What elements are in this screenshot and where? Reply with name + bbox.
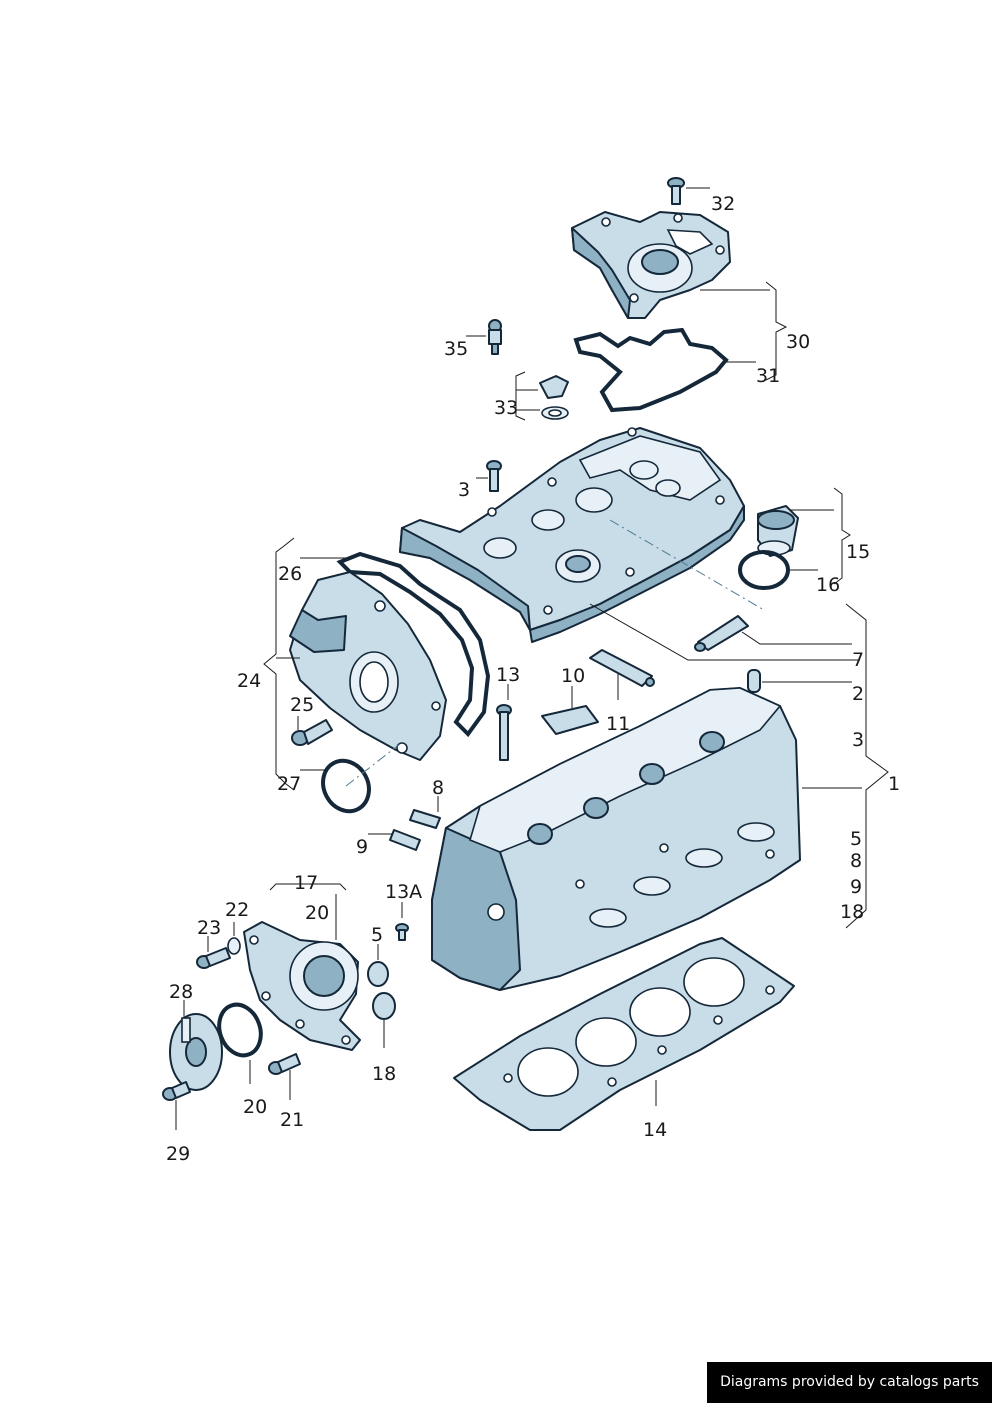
- part-17-bracket[interactable]: [243, 921, 361, 1051]
- callout-28: 28: [169, 981, 193, 1003]
- callout-26: 26: [278, 563, 302, 585]
- callout-24: 24: [237, 670, 261, 692]
- bracket-24: [263, 537, 295, 791]
- part-31-gasket[interactable]: [573, 327, 729, 413]
- callout-3-lower: 3: [852, 729, 864, 751]
- callout-2: 2: [852, 683, 864, 705]
- callout-9-right: 9: [850, 876, 862, 898]
- part-13-bolt[interactable]: [496, 704, 512, 761]
- part-13A-bolt[interactable]: [395, 923, 409, 941]
- part-26-gasket[interactable]: [336, 551, 491, 738]
- part-22-washer[interactable]: [227, 937, 241, 955]
- part-30-housing[interactable]: [571, 211, 731, 319]
- part-18-bushing[interactable]: [372, 992, 396, 1020]
- part-10-clip[interactable]: [541, 705, 599, 735]
- callout-23: 23: [197, 917, 221, 939]
- axis-27: [345, 743, 401, 787]
- callout-20-upper: 20: [305, 902, 329, 924]
- callout-15: 15: [846, 541, 870, 563]
- callout-31: 31: [756, 365, 780, 387]
- part-35-fitting[interactable]: [488, 319, 502, 355]
- callout-18-right: 18: [840, 901, 864, 923]
- leader-7b: [589, 603, 860, 661]
- bracket-30: [765, 281, 788, 381]
- part-25-bolt[interactable]: [291, 719, 333, 746]
- callout-14: 14: [643, 1119, 667, 1141]
- bracket-33: [515, 371, 526, 421]
- callout-3-upper: 3: [458, 479, 470, 501]
- callout-29: 29: [166, 1143, 190, 1165]
- part-20-oring[interactable]: [212, 999, 267, 1062]
- callout-30: 30: [786, 331, 810, 353]
- bracket-17: [269, 883, 347, 891]
- callout-21: 21: [280, 1109, 304, 1131]
- part-11-pin[interactable]: [589, 649, 655, 687]
- callout-1: 1: [888, 773, 900, 795]
- part-32-bolt[interactable]: [667, 177, 685, 205]
- callout-32: 32: [711, 193, 735, 215]
- part-27-oring[interactable]: [314, 753, 377, 820]
- callout-20-lower: 20: [243, 1096, 267, 1118]
- callout-7: 7: [852, 649, 864, 671]
- part-2-pin[interactable]: [747, 669, 761, 693]
- part-33-cap[interactable]: [539, 375, 569, 420]
- valve-cover[interactable]: [399, 427, 745, 643]
- callout-8-right: 8: [850, 850, 862, 872]
- part-24-timing-cover[interactable]: [289, 571, 447, 761]
- callout-25: 25: [290, 694, 314, 716]
- part-8-stud[interactable]: [409, 809, 441, 829]
- bracket-15: [833, 487, 851, 585]
- callout-10: 10: [561, 665, 585, 687]
- part-16-seal[interactable]: [738, 550, 790, 590]
- axis-cover: [609, 519, 765, 611]
- part-23-bolt[interactable]: [196, 947, 231, 969]
- bracket-1: [845, 603, 889, 929]
- part-28-flange[interactable]: [169, 1013, 223, 1091]
- callout-17: 17: [294, 872, 318, 894]
- part-15-oil-cap[interactable]: [757, 505, 799, 557]
- callout-11: 11: [606, 713, 630, 735]
- callout-5-left: 5: [371, 924, 383, 946]
- callout-8-left: 8: [432, 777, 444, 799]
- callout-16: 16: [816, 574, 840, 596]
- part-3-bolt[interactable]: [486, 460, 502, 492]
- callout-35: 35: [444, 338, 468, 360]
- callout-18-left: 18: [372, 1063, 396, 1085]
- callout-5-right: 5: [850, 828, 862, 850]
- part-29-bolt[interactable]: [162, 1081, 191, 1101]
- callout-27: 27: [277, 773, 301, 795]
- part-9-stud[interactable]: [389, 829, 421, 851]
- part-5-bushing[interactable]: [367, 961, 389, 987]
- part-21-bolt[interactable]: [268, 1053, 301, 1075]
- callout-9-left: 9: [356, 836, 368, 858]
- part-1-cylinder-head[interactable]: [431, 687, 801, 991]
- callout-22: 22: [225, 899, 249, 921]
- callout-13: 13: [496, 664, 520, 686]
- callout-33: 33: [494, 397, 518, 419]
- part-7-pin[interactable]: [694, 615, 749, 652]
- part-14-head-gasket[interactable]: [453, 937, 795, 1131]
- footer-credit: Diagrams provided by catalogs parts: [707, 1362, 992, 1403]
- leader-7a: [741, 631, 852, 645]
- callout-13A: 13A: [385, 881, 422, 903]
